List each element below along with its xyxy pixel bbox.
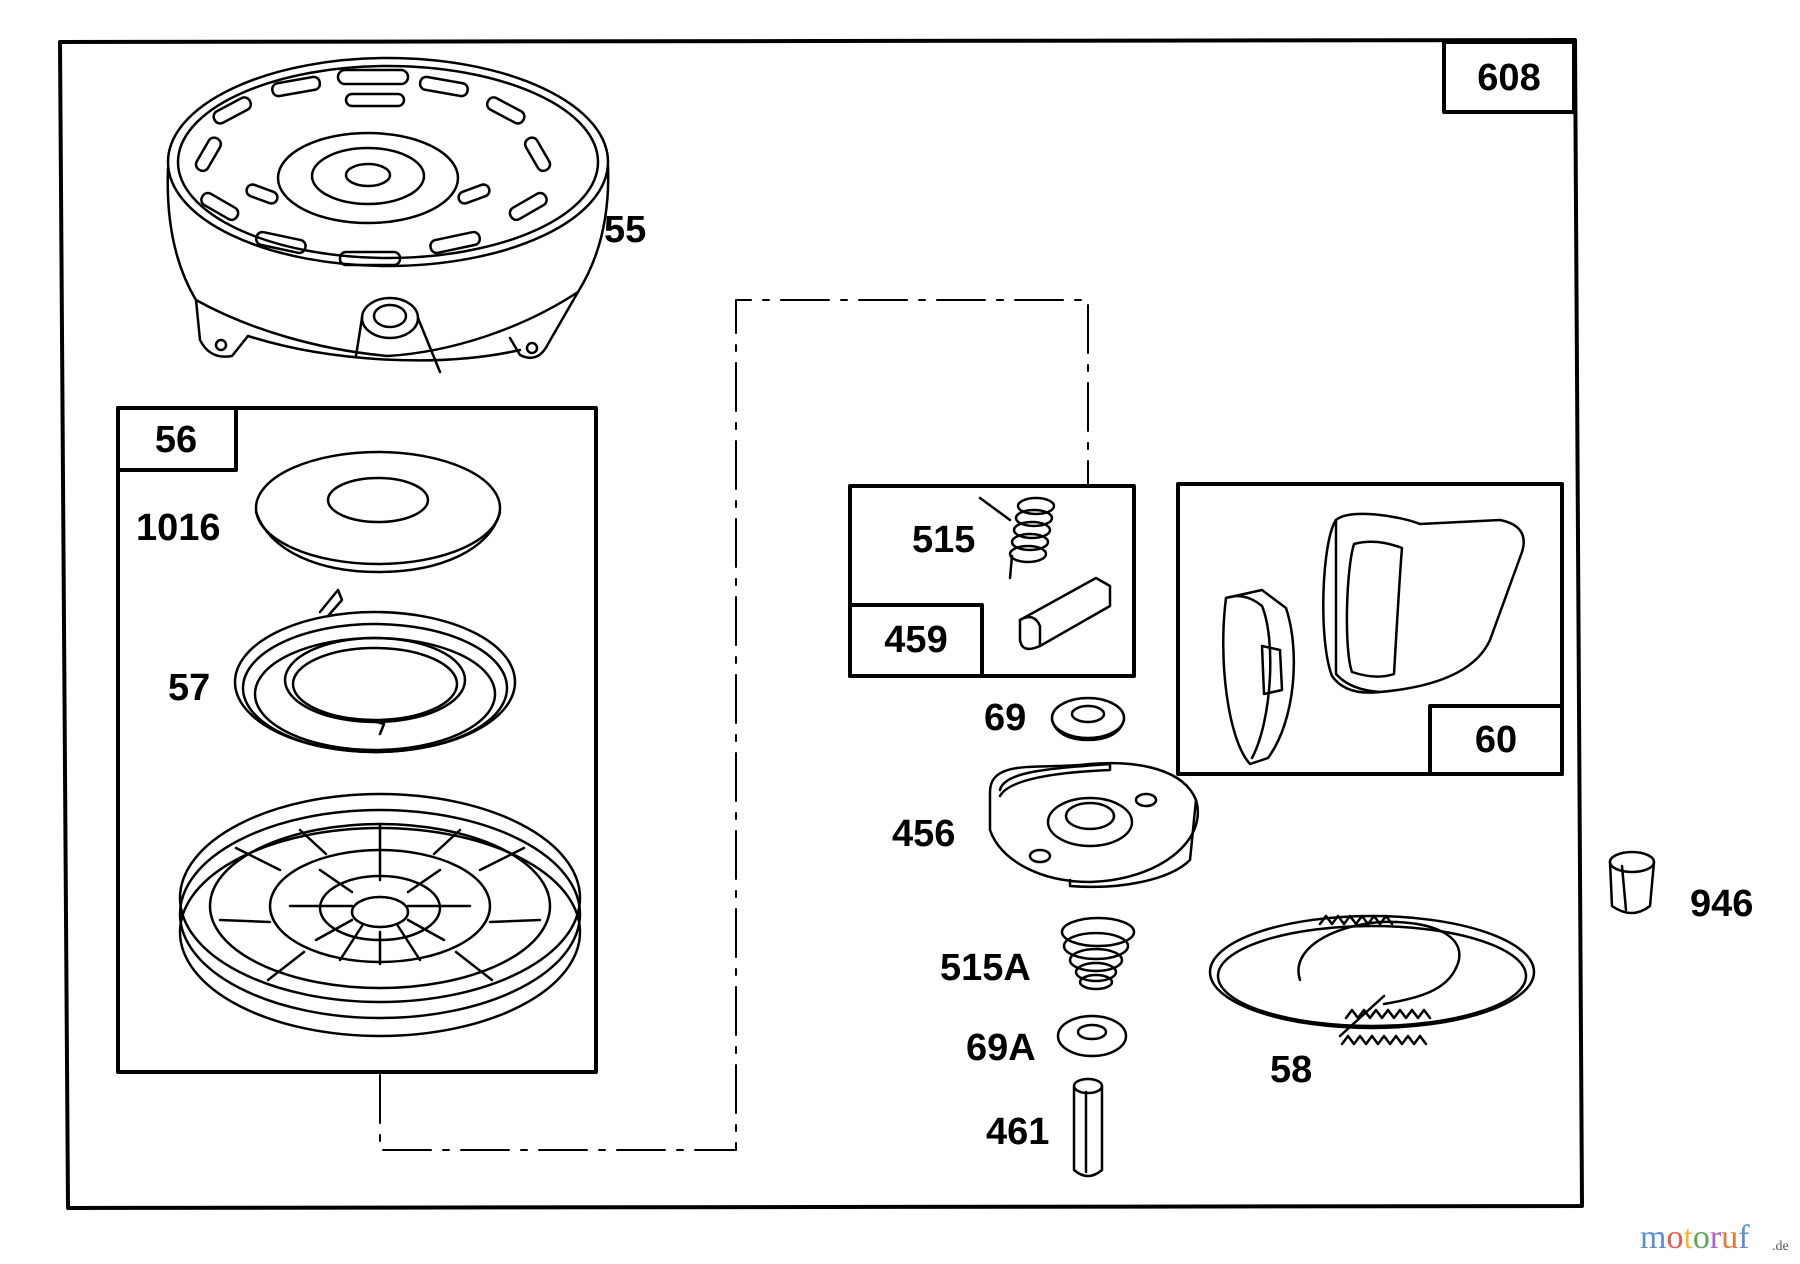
label-57: 57 bbox=[168, 667, 210, 709]
box-60 bbox=[1176, 482, 1564, 776]
watermark-logo: motoruf .de bbox=[1640, 1219, 1789, 1256]
watermark-text: motoruf bbox=[1640, 1219, 1750, 1256]
retainer-pin-461-icon bbox=[1072, 1077, 1104, 1178]
label-946: 946 bbox=[1690, 883, 1753, 925]
spring-515A-icon bbox=[1060, 916, 1136, 991]
watermark-letter: o bbox=[1693, 1219, 1710, 1256]
pulley-icon bbox=[178, 792, 582, 1038]
watermark-letter: r bbox=[1710, 1219, 1722, 1256]
label-69A: 69A bbox=[966, 1027, 1036, 1069]
label-456: 456 bbox=[892, 813, 955, 855]
label-60: 60 bbox=[1475, 719, 1517, 761]
watermark-letter: f bbox=[1738, 1219, 1750, 1256]
label-box-608 bbox=[1442, 40, 1576, 114]
label-69: 69 bbox=[984, 697, 1026, 739]
starter-housing-icon bbox=[166, 56, 610, 374]
label-608: 608 bbox=[1477, 57, 1540, 99]
starter-rope-58-icon bbox=[1208, 914, 1536, 1046]
sleeve-946-icon bbox=[1608, 850, 1656, 915]
box-515-459 bbox=[848, 484, 1136, 678]
watermark-letter: u bbox=[1721, 1219, 1738, 1256]
starter-handle-60-icon bbox=[1222, 512, 1525, 766]
label-box-56 bbox=[116, 406, 238, 472]
watermark-letter: o bbox=[1666, 1219, 1683, 1256]
box-56 bbox=[116, 406, 598, 1074]
label-56: 56 bbox=[155, 419, 197, 461]
washer-1016-icon bbox=[254, 450, 502, 574]
connector-line bbox=[379, 299, 1089, 1151]
watermark-letter: t bbox=[1683, 1219, 1693, 1256]
washer-69A-icon bbox=[1056, 1014, 1128, 1058]
pawl-spring-515-icon bbox=[978, 496, 1056, 580]
washer-69-icon bbox=[1050, 696, 1126, 742]
recoil-spring-57-icon bbox=[233, 588, 517, 754]
label-box-459 bbox=[848, 603, 984, 678]
ratchet-456-icon bbox=[988, 761, 1199, 889]
label-515A: 515A bbox=[940, 947, 1031, 989]
label-1016: 1016 bbox=[136, 507, 221, 549]
label-461: 461 bbox=[986, 1111, 1049, 1153]
label-459: 459 bbox=[884, 619, 947, 661]
watermark-suffix: .de bbox=[1772, 1239, 1789, 1254]
label-55: 55 bbox=[604, 209, 646, 251]
watermark-letter: m bbox=[1640, 1219, 1666, 1256]
outer-frame bbox=[58, 38, 1584, 1210]
label-515: 515 bbox=[912, 519, 975, 561]
pawl-459-icon bbox=[1018, 576, 1112, 651]
label-58: 58 bbox=[1270, 1049, 1312, 1091]
label-box-60 bbox=[1428, 704, 1564, 776]
